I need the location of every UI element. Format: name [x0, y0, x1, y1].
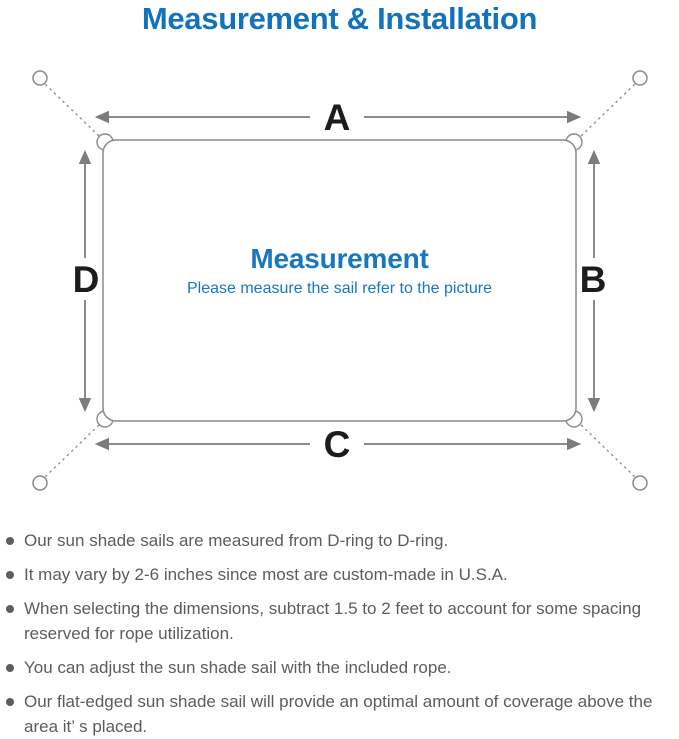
note-text: You can adjust the sun shade sail with t… [24, 658, 452, 677]
tension-line-bottom-right [580, 424, 636, 478]
note-text: When selecting the dimensions, subtract … [24, 599, 642, 643]
dimension-arrows [78, 110, 601, 451]
tension-lines [44, 83, 636, 478]
dimension-label-d: D [73, 259, 100, 300]
bullet-icon [6, 537, 14, 545]
list-item: When selecting the dimensions, subtract … [6, 596, 676, 646]
anchor-ring-icon [32, 475, 48, 491]
anchor-rings [32, 70, 648, 491]
tension-line-top-right [580, 83, 636, 137]
anchor-ring-icon [632, 475, 648, 491]
bullet-icon [6, 571, 14, 579]
anchor-ring-icon [32, 70, 48, 86]
note-text: Our flat-edged sun shade sail will provi… [24, 692, 653, 736]
anchor-ring-icon [632, 70, 648, 86]
dimension-label-a: A [324, 97, 351, 138]
tension-line-bottom-left [44, 424, 100, 478]
bullet-icon [6, 605, 14, 613]
dimension-label-b: B [580, 259, 607, 300]
page-title: Measurement & Installation [141, 1, 538, 36]
sail-measurement-diagram: A B C D [32, 70, 648, 491]
list-item: It may vary by 2-6 inches since most are… [6, 562, 676, 587]
bullet-icon [6, 698, 14, 706]
note-text: Our sun shade sails are measured from D-… [24, 531, 449, 550]
list-item: You can adjust the sun shade sail with t… [6, 655, 676, 680]
list-item: Our flat-edged sun shade sail will provi… [6, 689, 676, 739]
notes-list: Our sun shade sails are measured from D-… [6, 528, 676, 739]
tension-line-top-left [44, 83, 100, 137]
bullet-icon [6, 664, 14, 672]
note-text: It may vary by 2-6 inches since most are… [24, 565, 508, 584]
dimension-label-c: C [324, 424, 351, 465]
sail-outline [102, 139, 577, 422]
list-item: Our sun shade sails are measured from D-… [6, 528, 676, 553]
